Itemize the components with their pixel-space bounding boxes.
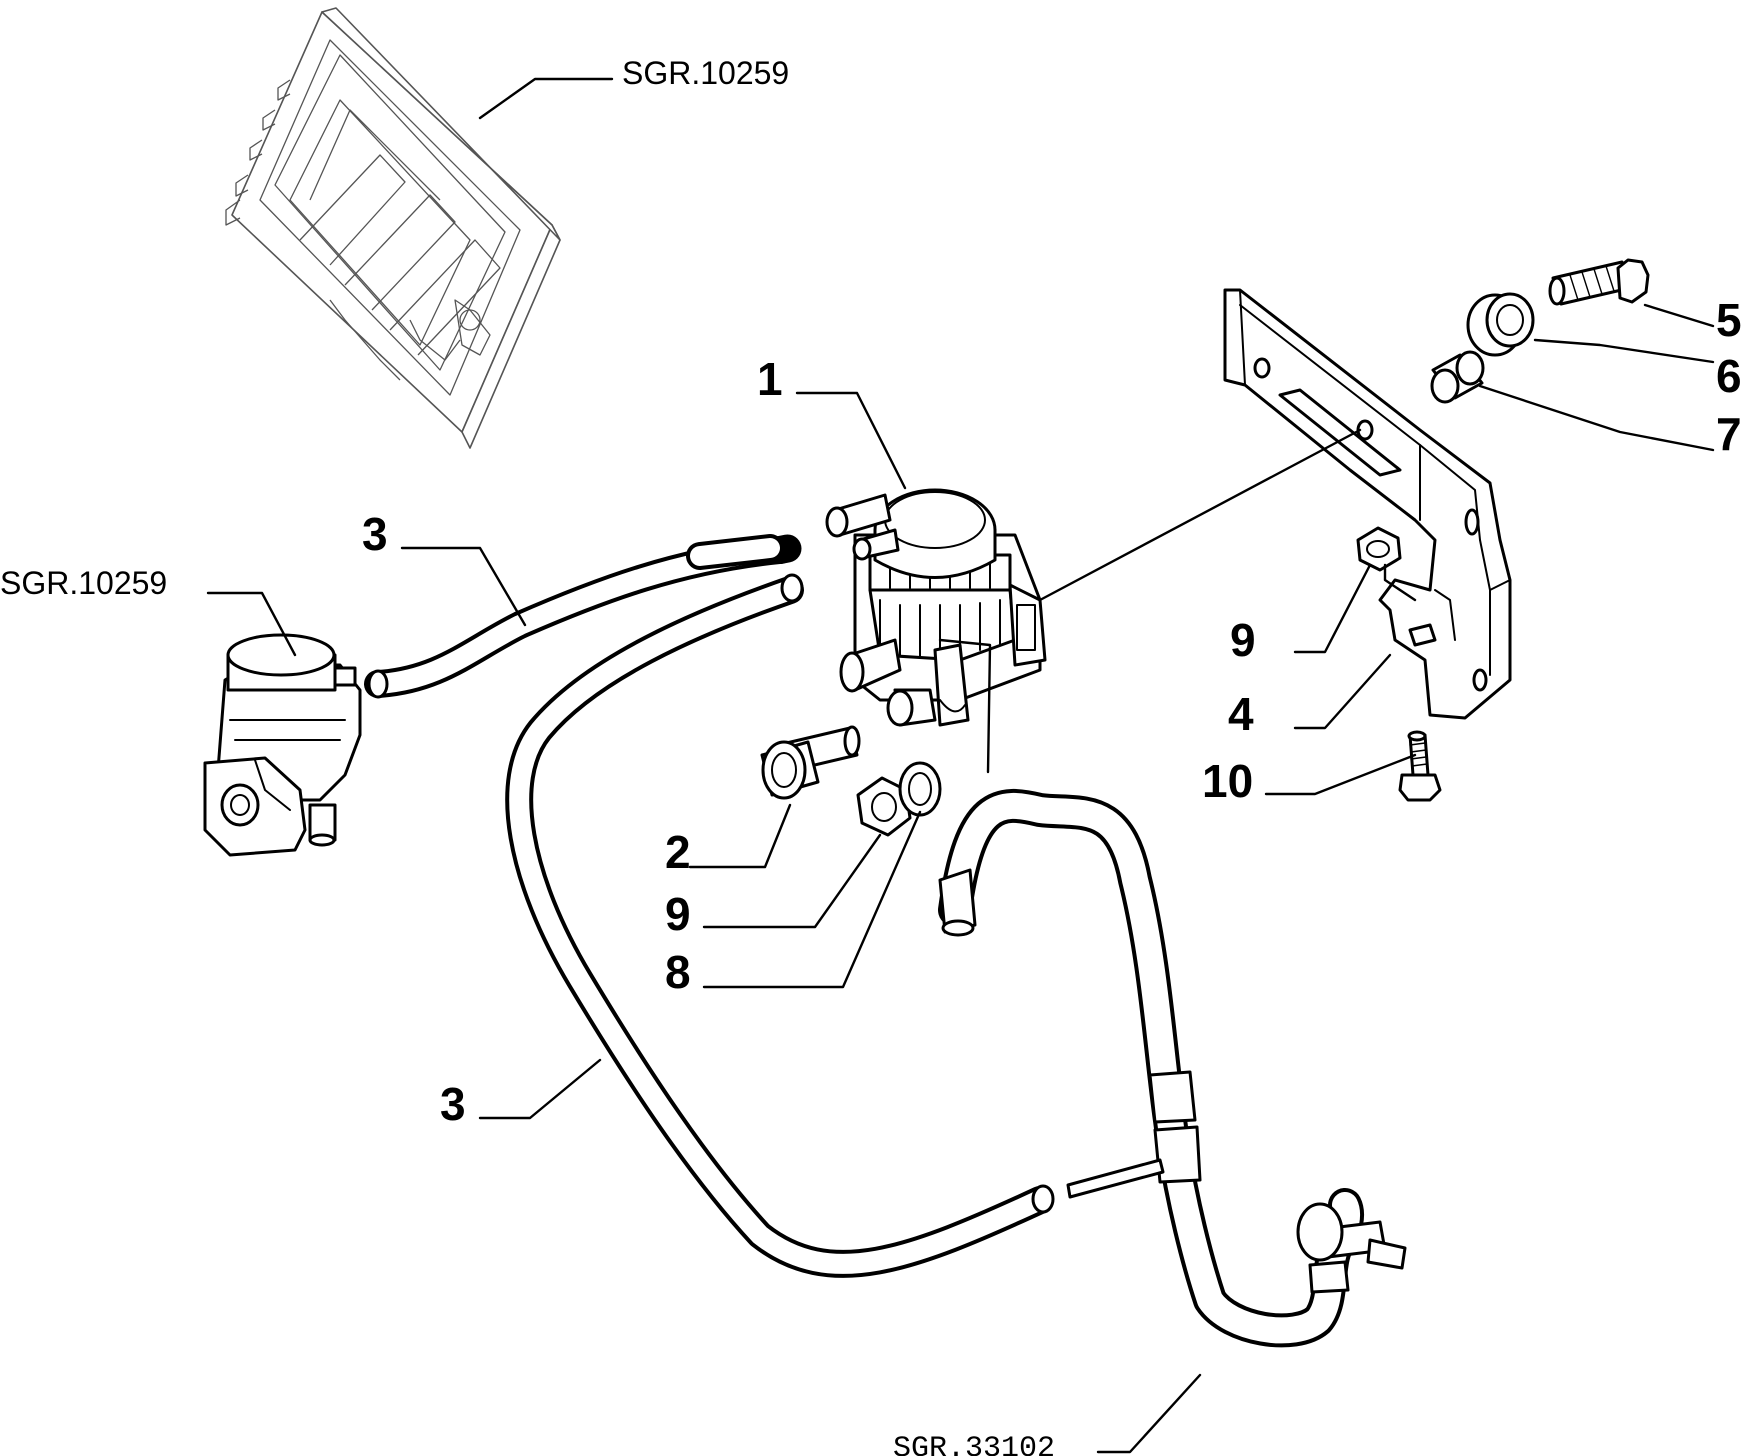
callout-labels: SGR.10259 SGR.10259 SGR.33102 1 3 3 2 9 … <box>0 55 1742 1456</box>
pipe-reference-label: SGR.33102 <box>893 1432 1055 1456</box>
grommet-part-6-drawing <box>1466 292 1535 357</box>
valve-reference-label: SGR.10259 <box>0 565 167 601</box>
spacer-part-7-drawing <box>1430 350 1485 404</box>
callout-2: 2 <box>665 826 691 878</box>
fuel-pipe-drawing <box>938 788 1407 1348</box>
control-unit-drawing <box>225 7 561 449</box>
callout-3-upper: 3 <box>362 508 388 560</box>
bracket-drawing <box>1223 288 1512 720</box>
callout-1: 1 <box>757 353 783 405</box>
callout-4: 4 <box>1228 688 1254 740</box>
callout-9-center: 9 <box>665 888 691 940</box>
callout-5: 5 <box>1716 294 1742 346</box>
nut-and-washer-drawing <box>856 761 942 837</box>
ecu-reference-label: SGR.10259 <box>622 55 789 91</box>
nut-right-drawing <box>1356 526 1402 572</box>
screw-part-2-drawing <box>760 725 861 800</box>
callout-10: 10 <box>1202 755 1253 807</box>
callout-7: 7 <box>1716 408 1742 460</box>
callout-8: 8 <box>665 946 691 998</box>
leader-lines <box>206 77 1715 1454</box>
bolt-part-5-drawing <box>1548 258 1650 306</box>
bolt-part-10-drawing <box>1398 730 1442 802</box>
vacuum-valve-drawing <box>203 633 362 857</box>
callout-9-right: 9 <box>1230 614 1256 666</box>
long-hose-drawing <box>505 573 1055 1278</box>
callout-6: 6 <box>1716 350 1742 402</box>
upper-hose-end-drawing <box>686 534 784 570</box>
solenoid-valve-drawing <box>825 488 1047 727</box>
callout-3-lower: 3 <box>440 1078 466 1130</box>
